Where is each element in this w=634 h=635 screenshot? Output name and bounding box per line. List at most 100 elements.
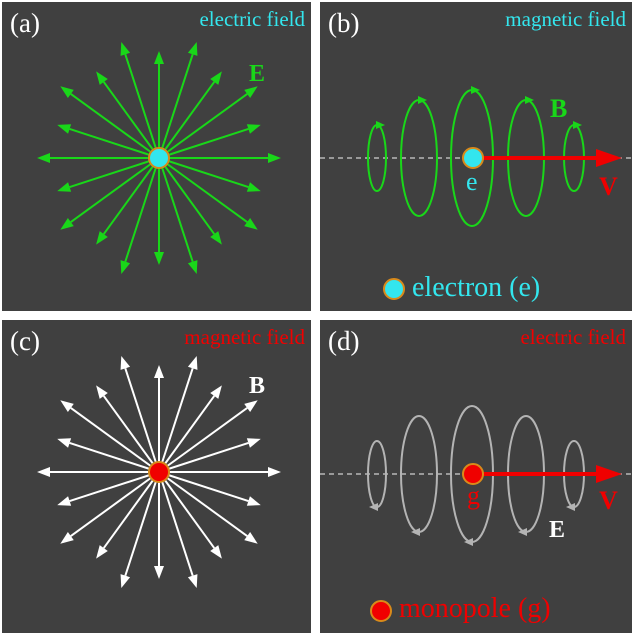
field-arrowhead — [96, 231, 108, 245]
field-line — [124, 471, 160, 576]
field-line — [158, 93, 248, 159]
field-arrowhead — [246, 182, 261, 192]
field-line — [124, 54, 160, 159]
field-line — [158, 81, 216, 159]
field-arrowhead — [246, 496, 261, 506]
panel-d-monopole-electric-field: (d) electric field g V E monopole (g) — [320, 320, 632, 633]
field-arrowhead — [210, 231, 222, 245]
field-line — [158, 471, 248, 537]
loop-arrowhead — [518, 528, 527, 536]
field-arrowhead — [120, 355, 131, 370]
moving-particle — [462, 463, 484, 485]
loop-arrowhead — [369, 503, 378, 511]
field-arrowhead — [154, 566, 164, 579]
field-arrowhead — [244, 532, 258, 544]
field-line — [158, 157, 194, 262]
field-label-b-white: B — [249, 373, 266, 399]
field-line — [69, 442, 160, 473]
field-arrowhead — [244, 400, 258, 412]
field-line — [158, 442, 249, 473]
field-line — [69, 128, 160, 159]
radial-field-diagram-a — [37, 41, 281, 275]
field-arrowhead — [60, 400, 74, 412]
field-arrowhead — [210, 545, 222, 559]
panel-title-d: electric field — [520, 325, 626, 349]
field-line — [158, 157, 248, 223]
field-line — [70, 93, 160, 159]
field-line — [70, 407, 160, 473]
loop-arrowhead — [464, 538, 473, 546]
particle-label-e: e — [466, 167, 478, 196]
field-arrowhead — [154, 365, 164, 378]
field-line — [158, 471, 216, 549]
field-arrowhead — [187, 260, 198, 275]
moving-particle — [462, 147, 484, 169]
field-arrowhead — [57, 182, 72, 192]
field-arrowhead — [187, 355, 198, 370]
field-line — [158, 407, 248, 473]
field-arrowhead — [120, 41, 131, 56]
loop-arrowhead — [566, 503, 575, 511]
panel-title-c: magnetic field — [184, 325, 305, 349]
panel-id-b: (b) — [328, 8, 360, 38]
particle-label-g: g — [467, 481, 480, 510]
field-line — [69, 157, 160, 188]
panel-b-electron-magnetic-field: (b) magnetic field B e V electron (e) — [320, 2, 632, 311]
field-arrowhead — [244, 218, 258, 230]
panel-title-b: magnetic field — [505, 7, 626, 31]
velocity-label-v-b: V — [599, 172, 618, 201]
loop-arrowhead — [471, 86, 480, 94]
field-arrowhead — [57, 438, 72, 448]
charge-particle — [148, 147, 170, 169]
field-line — [102, 395, 160, 473]
velocity-label-v-d: V — [599, 486, 618, 515]
field-arrowhead — [57, 496, 72, 506]
field-line — [102, 81, 160, 159]
loop-field-diagram-d — [320, 405, 632, 546]
panel-id-d: (d) — [328, 326, 360, 356]
field-arrowhead — [96, 545, 108, 559]
field-arrowhead — [120, 260, 131, 275]
field-line — [158, 471, 249, 502]
field-arrowhead — [57, 124, 72, 134]
loop-arrowhead — [525, 96, 534, 104]
loop-arrowhead — [418, 96, 427, 104]
loop-arrowhead — [573, 121, 582, 129]
field-arrowhead — [37, 467, 50, 477]
field-line — [102, 471, 160, 549]
field-arrowhead — [210, 385, 222, 399]
panel-id-c: (c) — [10, 326, 40, 356]
legend-monopole-text: monopole (g) — [399, 593, 551, 624]
loop-field-diagram-b — [320, 86, 632, 227]
field-arrowhead — [187, 574, 198, 589]
field-label-e-white: E — [549, 517, 566, 543]
velocity-arrowhead — [596, 465, 622, 483]
field-arrowhead — [154, 51, 164, 64]
field-label-e: E — [249, 61, 266, 87]
charge-particle — [148, 461, 170, 483]
legend-electron-text: electron (e) — [412, 272, 541, 303]
field-arrowhead — [246, 438, 261, 448]
field-arrowhead — [96, 71, 108, 85]
legend-monopole-marker — [370, 600, 392, 622]
field-arrowhead — [120, 574, 131, 589]
field-arrowhead — [244, 86, 258, 98]
legend-electron-marker — [383, 278, 405, 300]
field-line — [70, 471, 160, 537]
field-line — [158, 471, 194, 576]
velocity-arrowhead — [596, 149, 622, 167]
field-line — [158, 54, 194, 159]
field-line — [124, 157, 160, 262]
field-line — [124, 368, 160, 473]
radial-field-diagram-c — [37, 355, 281, 589]
field-line — [70, 157, 160, 223]
field-line — [102, 157, 160, 235]
field-arrowhead — [60, 218, 74, 230]
loop-arrowhead — [411, 528, 420, 536]
panel-title-a: electric field — [199, 7, 305, 31]
field-line — [158, 395, 216, 473]
panel-id-a: (a) — [10, 8, 40, 38]
field-arrowhead — [60, 86, 74, 98]
field-line — [69, 471, 160, 502]
field-label-b-green: B — [550, 94, 568, 123]
